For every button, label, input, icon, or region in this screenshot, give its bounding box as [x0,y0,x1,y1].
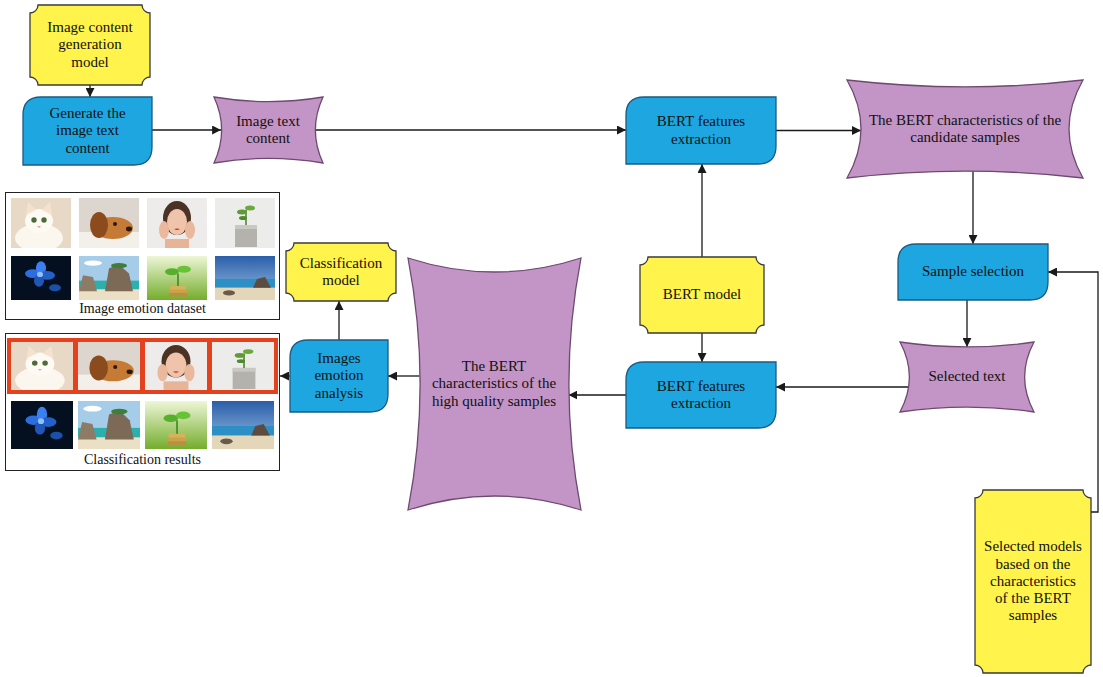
model-box: BERT model [640,257,764,333]
outline-path [626,362,776,428]
node-label: Image text content [227,113,309,148]
outline-path [214,97,323,163]
node-label: Generate the image text content [33,105,142,157]
data-box: Image text content [214,97,323,163]
node-label: The BERT characteristics of the candidat… [867,112,1063,147]
outline-path [408,258,581,510]
arrow-connector [966,300,967,347]
node-label: BERT features extraction [636,113,766,148]
arrow-connector [152,129,221,130]
node-label: Selected models based on the characteris… [984,538,1082,624]
dataset-images [11,198,275,300]
outline-path [900,342,1034,412]
outline-path [23,97,152,165]
node-label: Image content generation model [39,19,141,71]
outline-path [975,490,1091,673]
model-box: Selected models based on the characteris… [975,490,1091,673]
node-label: BERT model [663,286,741,303]
node-label: Images emotion analysis [300,350,378,402]
node-label: BERT features extraction [636,378,766,413]
node-label: Selected text [928,368,1005,385]
node-label: Classification results [81,452,204,468]
arrow-connector [776,386,909,387]
arrow-connector [338,301,339,340]
arrow-connector [1048,272,1098,512]
arrow-connector [701,164,702,257]
data-box: Selected text [900,342,1034,412]
data-box: The BERT characteristics of the high qua… [408,258,581,510]
outline-path [847,80,1083,178]
arrow-connector [89,85,90,97]
node-label: Classification model [295,255,387,290]
node-label: Sample selection [922,263,1024,280]
arrow-connector [568,394,626,395]
arrow-connector [280,375,290,376]
outline-path [898,244,1048,300]
model-box: Classification model [286,243,396,301]
node-label: Image emotion dataset [76,301,209,317]
model-box: Image content generation model [30,5,150,85]
arrow-connector [388,375,420,376]
arrow-connector [315,129,626,130]
process-box: Sample selection [898,244,1048,300]
arrow-connector [701,333,702,362]
data-box: The BERT characteristics of the candidat… [847,80,1083,178]
process-box: BERT features extraction [626,97,776,164]
outline-path [30,5,150,85]
arrow-connector [972,171,973,244]
outline-path [640,257,764,333]
arrow-connector [776,130,861,131]
outline-path [286,243,396,301]
process-box: Images emotion analysis [290,340,388,412]
outline-path [626,97,776,164]
process-box: Generate the image text content [23,97,152,165]
process-box: BERT features extraction [626,362,776,428]
result-images [7,338,278,449]
image-panel: Image emotion dataset [5,192,280,320]
outline-path [290,340,388,412]
image-panel: Classification results [5,333,280,471]
node-label: The BERT characteristics of the high qua… [425,358,563,410]
highlight-band [7,338,278,394]
